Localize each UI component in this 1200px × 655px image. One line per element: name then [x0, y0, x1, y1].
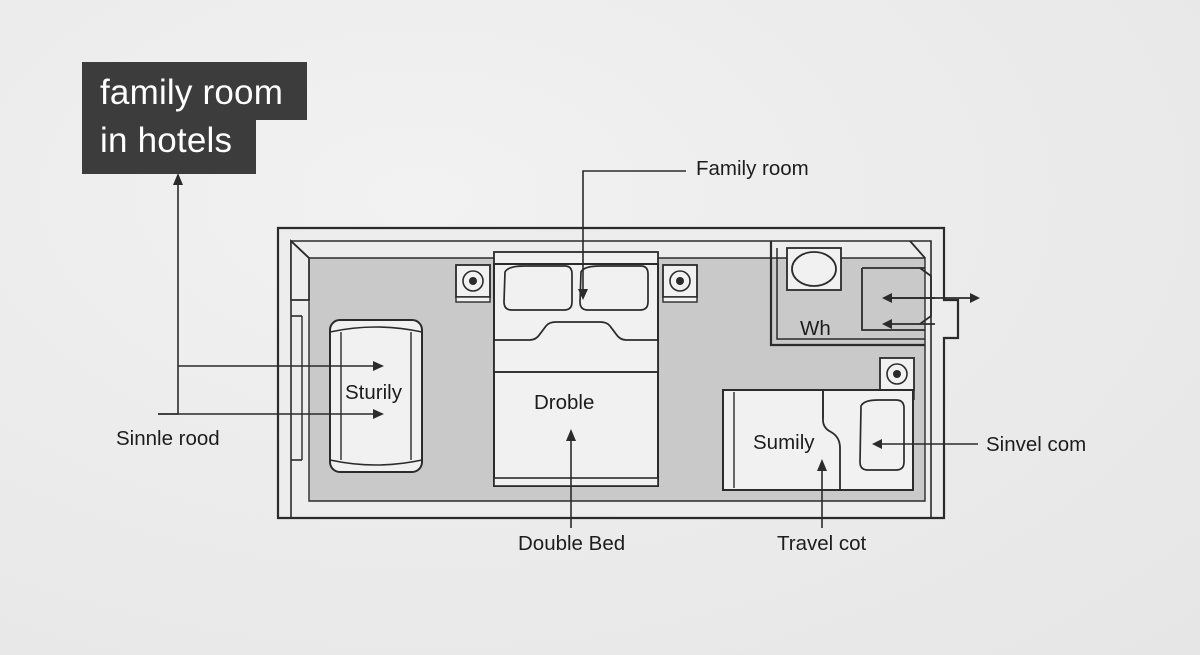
callout-label-sinnle-rood: Sinnle rood: [116, 427, 220, 450]
cot-pillow: [859, 399, 905, 471]
callout-label-travel-cot: Travel cot: [777, 532, 867, 555]
nightstand-cot: [879, 357, 915, 400]
callout-label-sinvel-com: Sinvel com: [986, 433, 1087, 456]
leader-sturily-lower: [158, 409, 384, 419]
room-label-droble: Droble: [534, 391, 595, 414]
sink-basin: [786, 247, 842, 291]
nightstand-left: [455, 264, 491, 303]
travel-cot: [722, 389, 914, 491]
leader-sinvel-com: [872, 439, 978, 449]
room-label-sturily: Sturily: [345, 381, 402, 404]
nightstand-right: [662, 264, 698, 303]
title-banner-line-2: in hotels: [82, 114, 257, 174]
leader-sturily-upper: [178, 361, 384, 371]
bathroom-wh: [769, 240, 980, 347]
leader-family-room: [578, 170, 686, 300]
sofa-bed-sturily: [329, 319, 423, 473]
callout-leaders: [158, 170, 978, 528]
lamp-icon: [462, 270, 484, 292]
lamp-icon: [886, 363, 908, 385]
callout-label-family-room: Family room: [696, 157, 809, 180]
leader-double-bed: [566, 429, 576, 528]
callout-label-double-bed: Double Bed: [518, 532, 626, 555]
leader-sinnle-rood: [158, 173, 183, 415]
room-label-sumily: Sumily: [753, 431, 815, 454]
leader-travel-cot: [817, 459, 827, 528]
lamp-icon: [669, 270, 691, 292]
room-entrance: [291, 299, 309, 461]
title-banner-line-1: family room: [82, 62, 308, 120]
room-label-wh: Wh: [800, 317, 831, 340]
shower-recess: [861, 267, 932, 331]
double-bed: [493, 251, 659, 487]
airflow-arrows: [882, 293, 980, 329]
